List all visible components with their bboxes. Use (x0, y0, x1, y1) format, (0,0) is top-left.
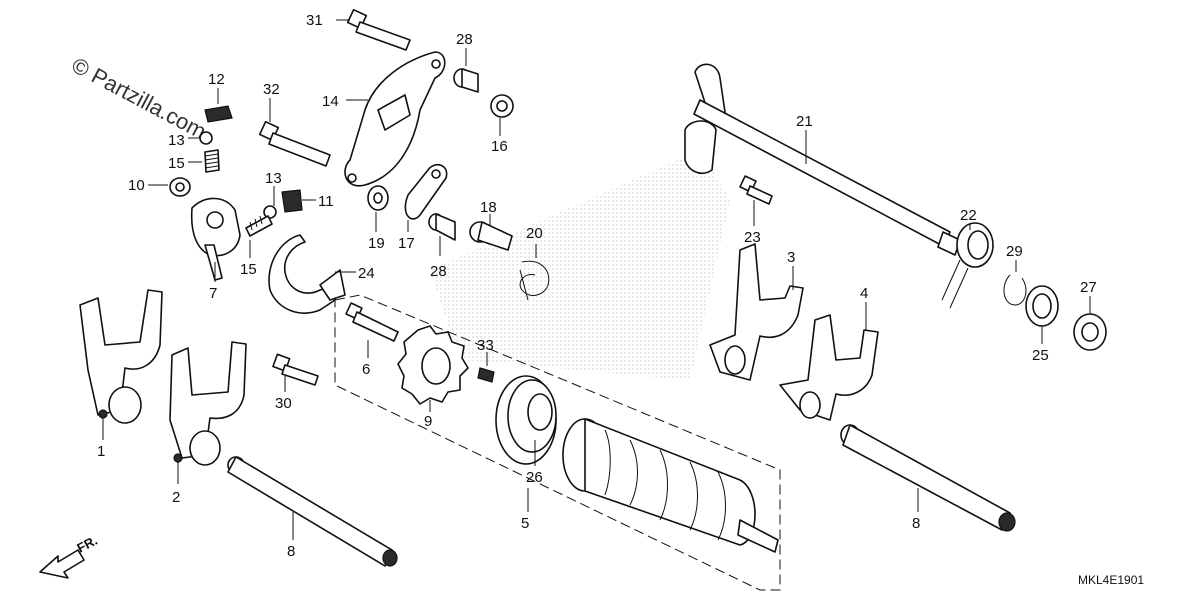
part-12-clip[interactable] (204, 105, 233, 123)
callout-6: 6 (362, 361, 370, 378)
callout-13b: 13 (265, 170, 282, 187)
part-18-bolt[interactable] (469, 221, 513, 251)
callout-5: 5 (521, 515, 529, 532)
callout-31: 31 (306, 12, 323, 29)
part-33-pin[interactable] (477, 367, 495, 383)
callout-8a: 8 (287, 543, 295, 560)
callout-21: 21 (796, 113, 813, 130)
callout-1: 1 (97, 443, 105, 460)
callout-33: 33 (477, 337, 494, 354)
callout-18: 18 (480, 199, 497, 216)
part-28-collar-upper[interactable] (453, 68, 479, 93)
callout-9: 9 (424, 413, 432, 430)
watermark-text: © Partzilla.com (68, 52, 211, 144)
callout-11: 11 (318, 193, 334, 210)
part-14-stopper-plate[interactable] (344, 51, 446, 187)
part-8-shaft-left[interactable] (227, 456, 398, 567)
part-7-stopper-arm[interactable] (190, 197, 241, 281)
callout-26: 26 (526, 469, 543, 486)
callout-28b: 28 (430, 263, 447, 280)
callout-25: 25 (1032, 347, 1049, 364)
part-19-washer[interactable] (367, 185, 389, 211)
part-3-shift-fork[interactable] (709, 243, 804, 381)
part-16-collar[interactable] (490, 94, 514, 118)
part-13-pin-lower[interactable] (263, 205, 277, 219)
part-31-bolt[interactable] (346, 8, 411, 51)
part-1-shift-fork[interactable] (79, 289, 163, 424)
callout-27: 27 (1080, 279, 1097, 296)
part-2-shift-fork[interactable] (169, 341, 247, 466)
part-23-bolt[interactable] (739, 175, 773, 205)
callout-16: 16 (491, 138, 508, 155)
callout-13a: 13 (168, 132, 185, 149)
part-13-pin-upper[interactable] (199, 131, 213, 145)
callout-10: 10 (128, 177, 145, 194)
part-21-shift-spindle[interactable] (684, 63, 961, 256)
part-9-shift-drum-center[interactable] (397, 325, 469, 405)
part-6-bolt[interactable] (345, 302, 399, 342)
part-8-shaft-right[interactable] (840, 424, 1016, 532)
part-30-bolt[interactable] (272, 353, 319, 386)
callout-14: 14 (322, 93, 339, 110)
assembly-outline-5 (334, 294, 781, 591)
callout-22: 22 (960, 207, 977, 224)
diagram-code: MKL4E1901 (1078, 573, 1144, 587)
part-25-washer[interactable] (1025, 285, 1059, 327)
part-15-spring-upper[interactable] (204, 149, 220, 173)
callout-29: 29 (1006, 243, 1023, 260)
part-22-return-spring[interactable] (941, 222, 994, 309)
callout-20: 20 (526, 225, 543, 242)
callout-7: 7 (209, 285, 217, 302)
part-24-guide-plate[interactable] (268, 234, 346, 314)
callout-labels: 1234567889101112131314151516171819202122… (97, 12, 1097, 560)
callout-12: 12 (208, 71, 225, 88)
callout-17: 17 (398, 235, 415, 252)
callout-19: 19 (368, 235, 385, 252)
part-32-bolt[interactable] (258, 120, 331, 167)
callout-8b: 8 (912, 515, 920, 532)
callout-24: 24 (358, 265, 375, 282)
callout-15b: 15 (240, 261, 257, 278)
part-17-plate[interactable] (404, 163, 448, 220)
part-28-collar-lower[interactable] (428, 213, 456, 241)
front-direction-arrow: FR. (39, 533, 100, 579)
callout-15a: 15 (168, 155, 185, 172)
callout-28a: 28 (456, 31, 473, 48)
part-11-clip[interactable] (281, 189, 303, 213)
part-4-shift-fork[interactable] (779, 314, 879, 421)
callout-2: 2 (172, 489, 180, 506)
part-10-nut[interactable] (169, 177, 191, 197)
callout-3: 3 (787, 249, 795, 266)
part-15-spring-lower[interactable] (245, 215, 273, 237)
part-20-spring[interactable] (519, 260, 550, 301)
background-watermark-shape (430, 150, 730, 380)
callout-4: 4 (860, 285, 868, 302)
part-5-shift-drum[interactable] (562, 418, 779, 553)
callout-32: 32 (263, 81, 280, 98)
callout-30: 30 (275, 395, 292, 412)
callout-23: 23 (744, 229, 761, 246)
part-29-circlip[interactable] (1003, 274, 1027, 306)
part-27-oil-seal[interactable] (1073, 313, 1107, 351)
part-26-bearing[interactable] (495, 375, 557, 465)
